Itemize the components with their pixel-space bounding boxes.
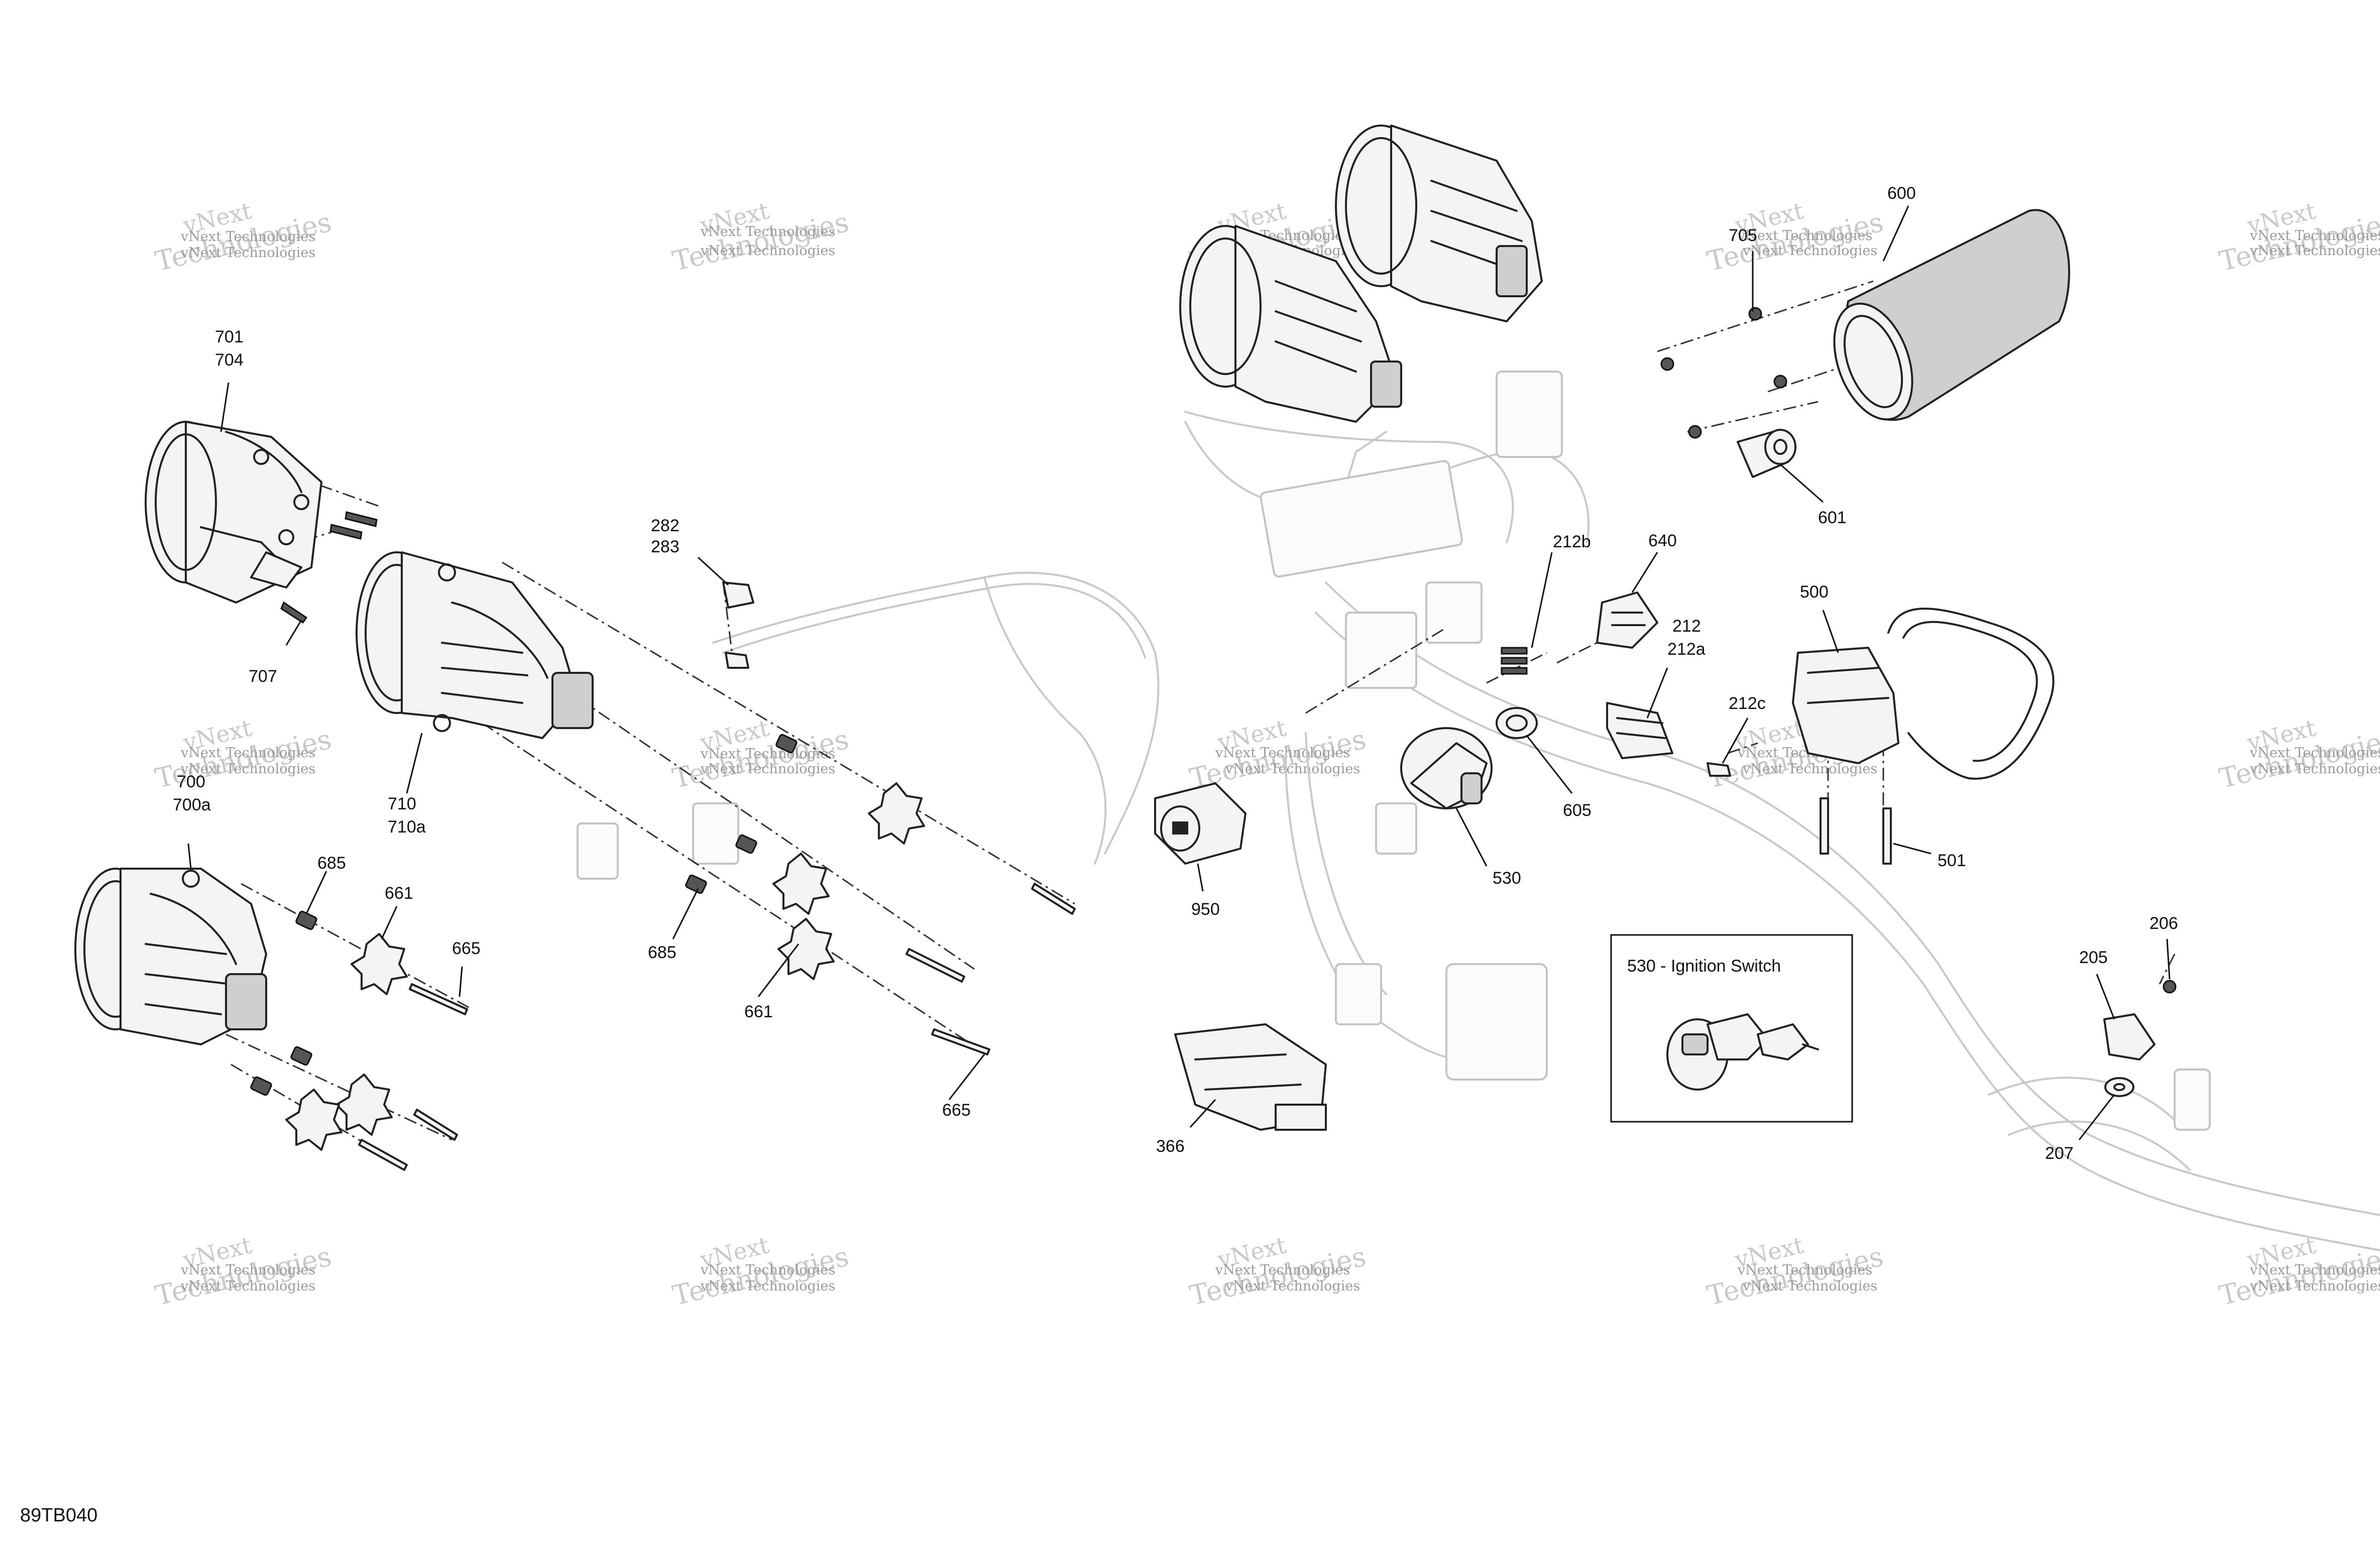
bracket-205 [2103,980,2177,1097]
hardware-left [250,910,468,1171]
watermark-caption: vNext Technologies [2249,1278,2380,1294]
watermark-caption: vNext Technologies [700,224,835,240]
lock-212c [1707,762,1731,777]
callout-704: 704 [215,350,244,370]
callout-212b: 212b [1553,532,1591,551]
watermark-caption: vNext Technologies [180,1262,315,1278]
callout-212c: 212c [1729,694,1766,713]
callout-685: 685 [317,854,346,873]
connector-212 [1606,702,1673,759]
watermark-caption: vNext Technologies [180,229,315,245]
nut-605 [1496,707,1538,739]
callout-665-mid: 665 [942,1101,971,1120]
inset-ignition-switch: 530 - Ignition Switch [1610,934,1853,1123]
callout-500: 500 [1800,582,1829,602]
switch-640 [1596,591,1658,649]
callout-605: 605 [1563,801,1592,820]
callout-207: 207 [2045,1144,2074,1163]
callout-661: 661 [385,884,413,903]
callout-283: 283 [651,537,679,556]
callout-705: 705 [1729,226,1757,245]
callout-206: 206 [2149,914,2178,933]
wiring-harness [577,371,2380,1251]
callout-640: 640 [1648,531,1677,550]
leader-lines [187,205,2171,1140]
bolt-665 [358,983,468,1171]
callout-212a: 212a [1667,640,1706,659]
socket-950 [1154,782,1246,865]
watermark-caption: vNext Technologies [1215,1262,1350,1278]
hardware-middle [685,734,1076,1055]
gauge-housing-701 [145,421,322,604]
callout-601: 601 [1818,508,1847,527]
gauge-710 [356,551,594,739]
inset-frame [1610,934,1853,1123]
watermark-caption: vNext Technologies [180,1278,315,1294]
ignition-switch-530 [1400,727,1493,809]
callout-700a: 700a [173,795,211,814]
watermark-caption: vNext Technologies [700,761,835,777]
diagram-code: 89TB040 [20,1505,97,1526]
callout-710a: 710a [388,817,426,837]
module-366 [1174,1023,1327,1131]
callout-685-mid: 685 [648,943,676,962]
pins-212b [1501,647,1528,675]
watermark-caption: vNext Technologies [1742,243,1877,259]
spring-685 [250,910,317,1096]
callout-701: 701 [215,327,244,346]
bushing-601 [1737,429,1796,478]
watermark-caption: vNext Technologies [2249,228,2380,244]
callout-212: 212 [1672,617,1701,636]
callout-501: 501 [1938,851,1966,870]
callout-205: 205 [2079,948,2108,967]
callout-665: 665 [452,939,481,958]
callout-707: 707 [249,667,277,686]
watermark-caption: vNext Technologies [1737,1262,1872,1278]
callout-530: 530 [1493,869,1521,888]
watermark-caption: vNext Technologies [700,1262,835,1278]
screw-set-501 [1820,797,1892,865]
watermark-caption: vNext Technologies [1225,1278,1360,1294]
watermark-caption: vNext Technologies [1742,761,1877,777]
callout-366: 366 [1156,1137,1185,1156]
watermark-caption: vNext Technologies [2249,1262,2380,1278]
gauge-700 [74,868,267,1045]
knob-661 [285,933,408,1151]
watermark-caption: vNext Technologies [2249,761,2380,777]
screw-set-705 [1660,307,1787,439]
callouts: 701 704 707 710 710a 700 700a 685 661 66… [173,184,2178,1163]
watermark-caption: vNext Technologies [1742,1278,1877,1294]
instrument-pod-600 [1833,209,2070,421]
watermark-caption: vNext Technologies [2249,243,2380,259]
gauge-cluster-upper [1179,125,1543,423]
watermark-caption: vNext Technologies [1225,761,1360,777]
watermark-caption: vNext Technologies [1215,745,1350,761]
screw-set-707 [280,511,378,624]
watermark-caption: vNext Technologies [180,761,315,777]
watermark-caption: vNext Technologies [2249,745,2380,761]
inset-title: 530 - Ignition Switch [1627,957,1781,976]
watermark-caption: vNext Technologies [700,243,835,259]
watermark-caption: vNext Technologies [700,1278,835,1294]
callout-700: 700 [177,772,205,791]
callout-600: 600 [1887,184,1916,203]
callout-950: 950 [1191,900,1220,919]
handlebar-switch-500 [1792,608,2055,780]
watermark-caption: vNext Technologies [180,245,315,261]
watermark-caption: vNext Technologies [1737,228,1872,244]
callout-282: 282 [651,516,679,535]
callout-710: 710 [388,794,416,813]
watermark-caption: vNext Technologies [700,746,835,762]
callout-661-mid: 661 [744,1002,773,1021]
clip-282 [722,581,754,669]
watermark-caption: vNext Technologies [180,745,315,761]
ignition-key-icon [1666,1013,1819,1091]
